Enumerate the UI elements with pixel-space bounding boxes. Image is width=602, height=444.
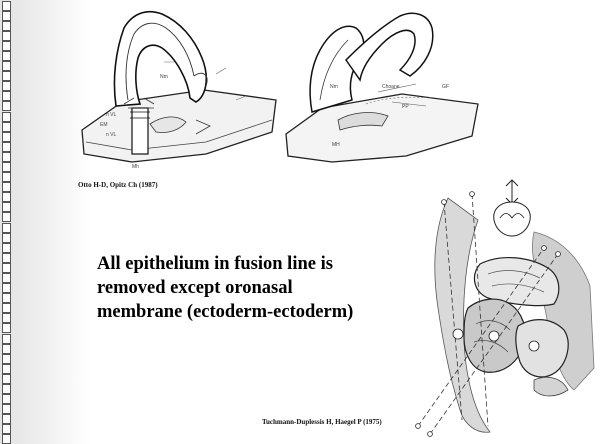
checkbox-glyph (2, 313, 11, 323)
facial-fusion-sectional-illustration (384, 158, 600, 440)
checkbox-glyph (2, 192, 11, 202)
checkbox-glyph (2, 182, 11, 192)
body-line-1: All epithelium in fusion line is (97, 252, 397, 276)
checkbox-glyph (2, 11, 11, 21)
checkbox-glyph (2, 253, 11, 263)
checkbox-glyph (2, 273, 11, 283)
checkbox-glyph (2, 414, 11, 424)
svg-text:Nm: Nm (160, 74, 168, 80)
checkbox-glyph (2, 51, 11, 61)
checkbox-glyph (2, 132, 11, 142)
checkbox-glyph (2, 283, 11, 293)
checkbox-glyph (2, 223, 11, 233)
svg-text:MH: MH (332, 142, 340, 148)
slide-body-text: All epithelium in fusion line is removed… (97, 252, 397, 324)
checkbox-glyph (2, 354, 11, 364)
checkbox-glyph (2, 81, 11, 91)
checkbox-glyph (2, 263, 11, 273)
body-line-2: removed except oronasal (97, 276, 397, 300)
checkbox-glyph (2, 21, 11, 31)
checkbox-glyph (2, 293, 11, 303)
checkbox-glyph-column (2, 0, 16, 444)
checkbox-glyph (2, 424, 11, 434)
checkbox-glyph (2, 142, 11, 152)
checkbox-glyph (2, 31, 11, 41)
embryo-nasal-fusion-illustration-right: Nm Choane GF PP MH (282, 4, 482, 170)
checkbox-glyph (2, 162, 11, 172)
checkbox-glyph (2, 91, 11, 101)
checkbox-glyph (2, 212, 11, 222)
body-line-3: membrane (ectoderm-ectoderm) (97, 300, 397, 324)
checkbox-glyph (2, 61, 11, 71)
embryo-nasal-fusion-illustration-left: n VL EM n VL Mh Nm (76, 4, 282, 170)
svg-text:Nm: Nm (330, 84, 338, 90)
checkbox-glyph (2, 233, 11, 243)
svg-text:n VL: n VL (106, 132, 117, 138)
checkbox-glyph (2, 243, 11, 253)
checkbox-glyph (2, 202, 11, 212)
checkbox-glyph (2, 384, 11, 394)
checkbox-glyph (2, 394, 11, 404)
checkbox-glyph (2, 172, 11, 182)
svg-text:EM: EM (100, 122, 108, 128)
svg-text:Mh: Mh (132, 164, 139, 170)
checkbox-glyph (2, 112, 11, 122)
checkbox-glyph (2, 101, 11, 111)
checkbox-glyph (2, 434, 11, 444)
checkbox-glyph (2, 1, 11, 11)
checkbox-glyph (2, 152, 11, 162)
checkbox-glyph (2, 71, 11, 81)
checkbox-glyph (2, 41, 11, 51)
checkbox-glyph (2, 323, 11, 333)
checkbox-glyph (2, 334, 11, 344)
checkbox-glyph (2, 364, 11, 374)
checkbox-glyph (2, 344, 11, 354)
checkbox-glyph (2, 404, 11, 414)
citation-top: Otto H-D, Opitz Ch (1987) (78, 181, 158, 189)
svg-text:PP: PP (402, 104, 409, 110)
checkbox-glyph (2, 374, 11, 384)
checkbox-glyph (2, 303, 11, 313)
svg-text:Choane: Choane (382, 84, 400, 90)
svg-text:n VL: n VL (106, 112, 117, 118)
svg-text:GF: GF (442, 84, 449, 90)
citation-bottom: Tuchmann-Duplessis H, Haegel P (1975) (262, 418, 382, 426)
checkbox-glyph (2, 122, 11, 132)
